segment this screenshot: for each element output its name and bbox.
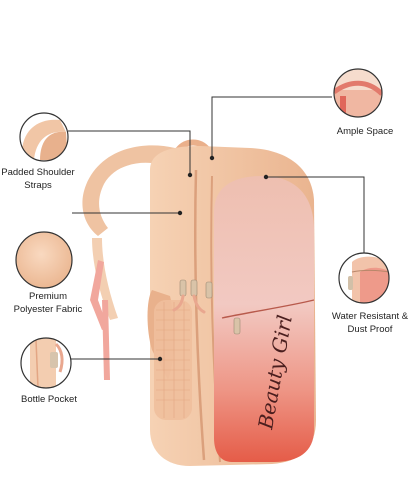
leader-ample-space (211, 96, 332, 158)
fabric-swatch-icon (15, 231, 73, 289)
premium-fabric-label: Premium Polyester Fabric (13, 291, 83, 315)
ample-space-label: Ample Space (336, 126, 394, 137)
bottle-pocket-closeup-icon (20, 337, 72, 389)
leader-lines (68, 96, 365, 360)
leader-water (266, 176, 365, 253)
water-resistant-label: Water Resistant & Dust Proof (331, 311, 409, 335)
padded-straps-label: Padded Shoulder Straps (1, 167, 75, 191)
zipper-closeup-icon (338, 252, 390, 304)
backpack-illustration: Beauty Girl (82, 139, 316, 466)
strap-closeup-icon (19, 112, 69, 162)
compartment-closeup-icon (333, 68, 383, 118)
leader-straps (68, 130, 191, 175)
bottle-pocket-label: Bottle Pocket (21, 394, 77, 405)
